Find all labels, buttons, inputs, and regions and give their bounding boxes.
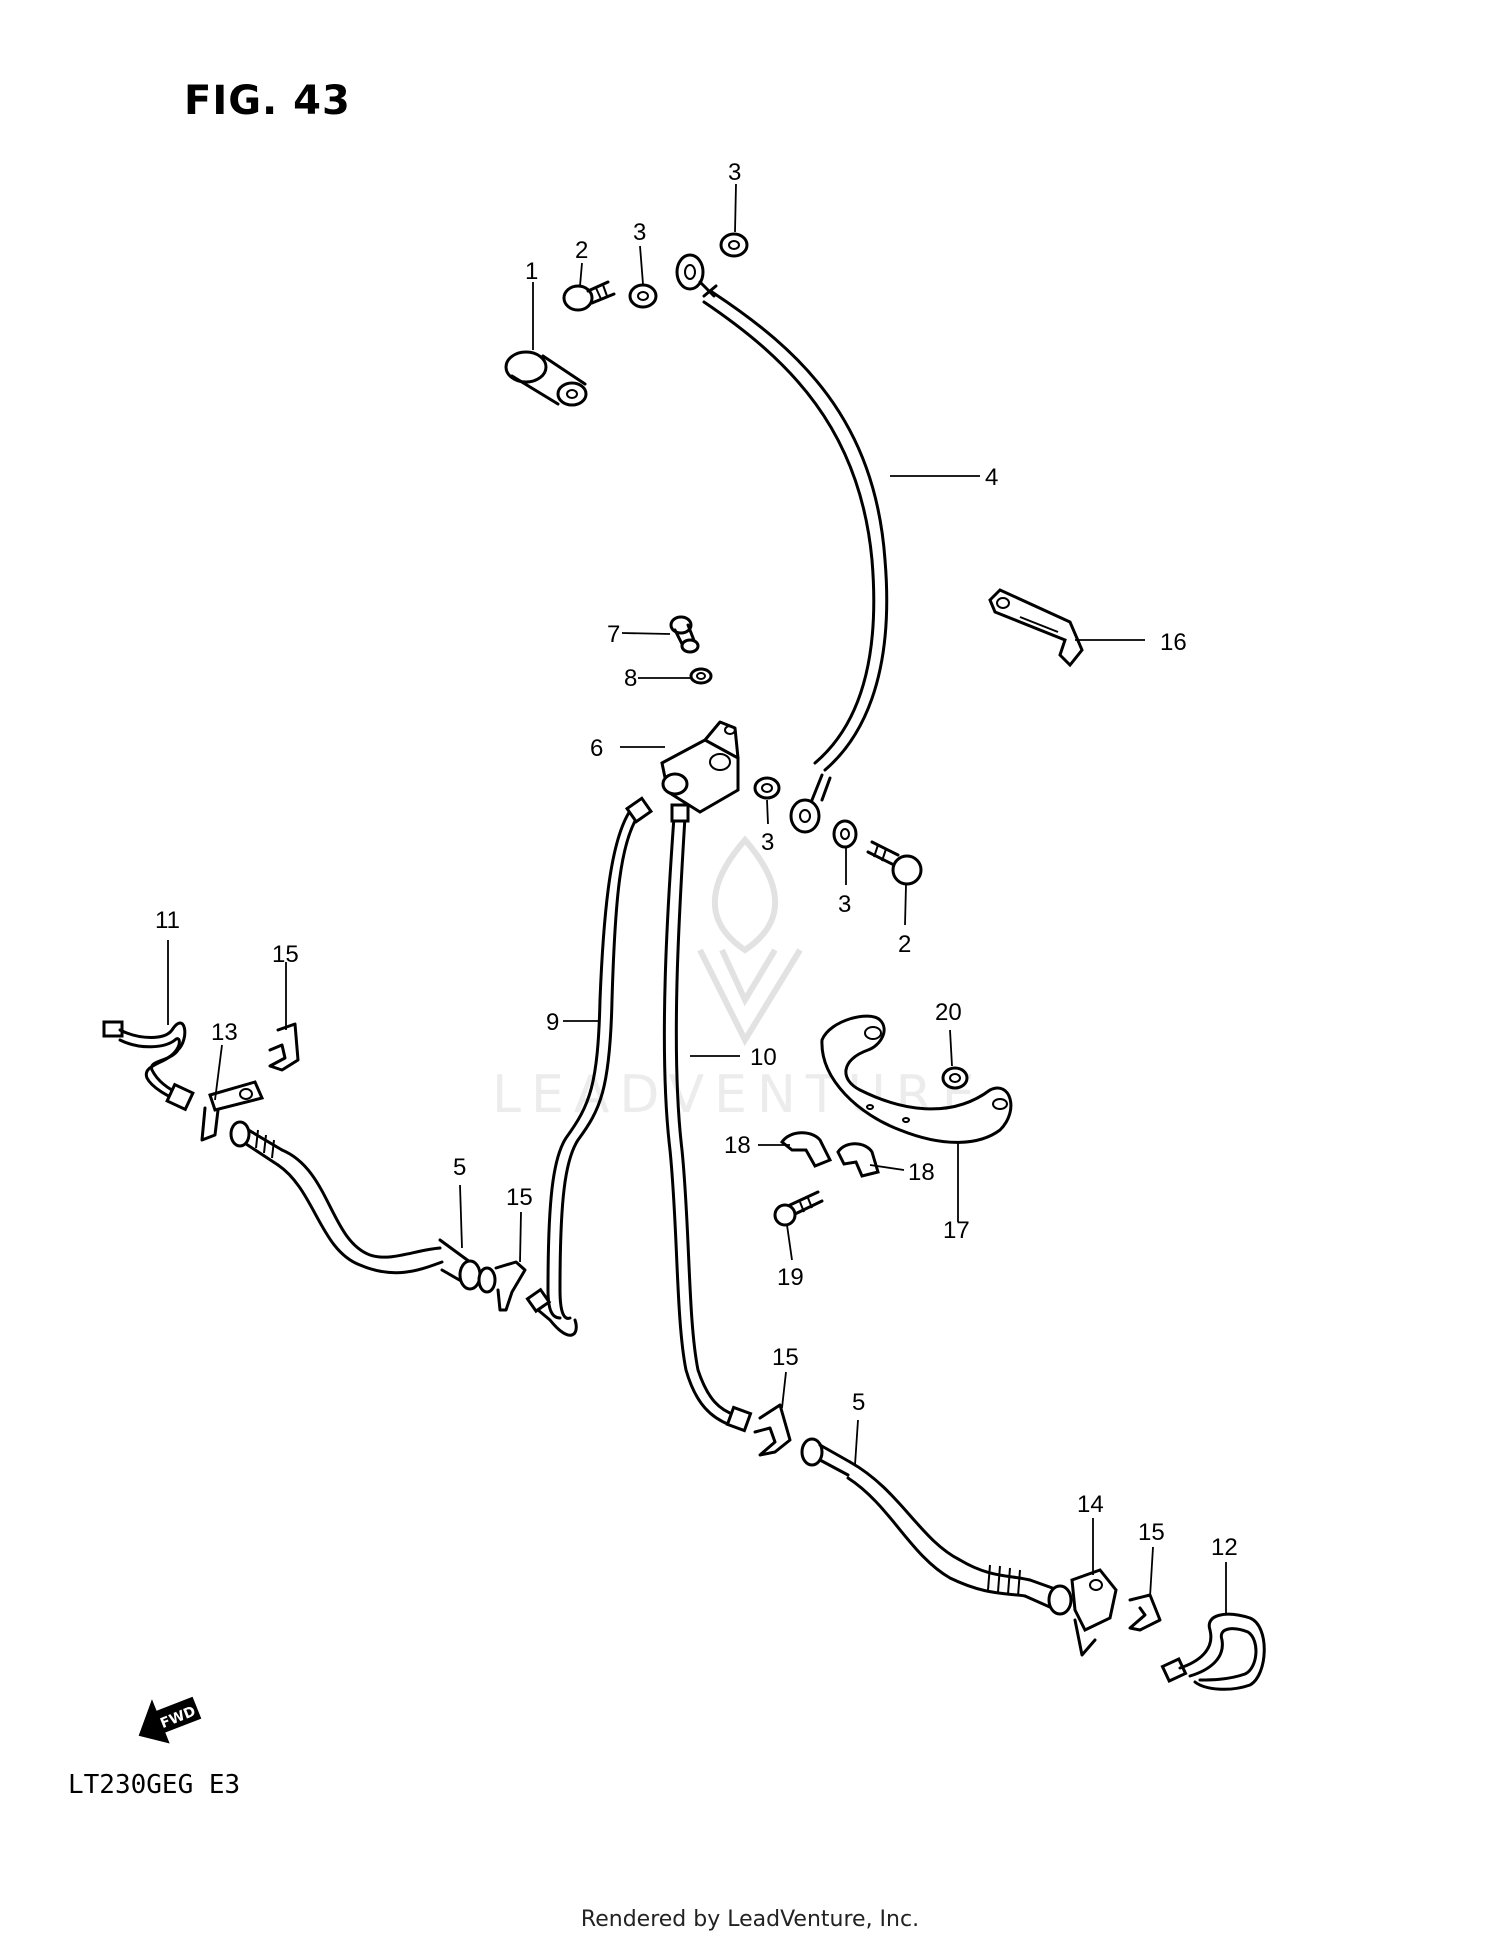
part-2-bolt-lower[interactable]	[866, 840, 923, 886]
callout-14: 14	[1077, 1491, 1104, 1518]
callout-18: 18	[908, 1159, 935, 1186]
watermark-logo	[697, 835, 803, 1047]
callout-8: 8	[624, 665, 637, 692]
part-3-washer-a[interactable]	[628, 283, 658, 309]
part-9-brake-pipe[interactable]	[525, 796, 654, 1337]
part-15-clip-b[interactable]	[494, 1260, 527, 1312]
callout-7: 7	[607, 621, 620, 648]
part-19-screw[interactable]	[773, 1190, 824, 1227]
callout-3: 3	[761, 829, 774, 856]
callout-2: 2	[575, 237, 588, 264]
callout-15: 15	[772, 1344, 799, 1371]
part-8-washer[interactable]	[689, 667, 713, 685]
callout-5: 5	[453, 1154, 466, 1181]
callout-4: 4	[985, 464, 998, 491]
callout-16: 16	[1160, 629, 1187, 656]
part-3-washer-b[interactable]	[719, 232, 749, 258]
callout-6: 6	[590, 735, 603, 762]
part-15-clip-d[interactable]	[1128, 1593, 1162, 1632]
footer-credit: Rendered by LeadVenture, Inc.	[580, 1907, 920, 1932]
figure-title: FIG. 43	[184, 78, 351, 124]
part-15-clip-c[interactable]	[753, 1403, 792, 1457]
fwd-arrow-icon: FWD	[138, 1696, 202, 1744]
part-7-bolt[interactable]	[669, 615, 700, 654]
callout-10: 10	[750, 1044, 777, 1071]
callout-18: 18	[724, 1132, 751, 1159]
part-6-joint[interactable]	[660, 720, 740, 814]
part-2-bolt-top[interactable]	[562, 280, 616, 312]
part-18-clamp-b[interactable]	[836, 1142, 880, 1178]
callout-1: 1	[525, 258, 538, 285]
callout-20: 20	[935, 999, 962, 1026]
part-1-cap[interactable]	[504, 350, 588, 407]
callout-17: 17	[943, 1217, 970, 1244]
callout-12: 12	[1211, 1534, 1238, 1561]
part-5-hose-right[interactable]	[800, 1437, 1073, 1616]
part-14-bracket[interactable]	[1070, 1568, 1118, 1657]
part-3-washer-d[interactable]	[832, 819, 858, 849]
part-4-brake-hose[interactable]	[675, 253, 889, 834]
callout-5: 5	[852, 1389, 865, 1416]
callout-15: 15	[1138, 1519, 1165, 1546]
callout-13: 13	[211, 1019, 238, 1046]
callout-3: 3	[633, 219, 646, 246]
callout-9: 9	[546, 1009, 559, 1036]
part-15-clip-a[interactable]	[268, 1022, 300, 1072]
part-13-bracket[interactable]	[200, 1080, 265, 1142]
callout-3: 3	[728, 159, 741, 186]
leader-lines	[167, 183, 1227, 1615]
callout-15: 15	[272, 941, 299, 968]
model-code: LT230GEG E3	[68, 1770, 241, 1800]
callout-15: 15	[506, 1184, 533, 1211]
callout-3: 3	[838, 891, 851, 918]
part-17-bracket[interactable]	[820, 1014, 1013, 1144]
part-5-hose-left[interactable]	[229, 1120, 497, 1294]
callout-labels: 1 2 3 3 4 16 7 8 6 3 3 2 9 10 11 15 13 5…	[155, 159, 1238, 1561]
part-11-caliper-pipe[interactable]	[102, 1020, 195, 1112]
callout-2: 2	[898, 931, 911, 958]
part-16-bracket[interactable]	[988, 588, 1084, 668]
callout-11: 11	[155, 907, 180, 934]
part-18-clamp-a[interactable]	[779, 1131, 833, 1168]
callout-19: 19	[777, 1264, 804, 1291]
part-20-nut[interactable]	[941, 1066, 969, 1090]
part-12-caliper-pipe[interactable]	[1160, 1612, 1266, 1691]
part-10-brake-pipe[interactable]	[662, 803, 753, 1433]
part-3-washer-c[interactable]	[753, 776, 781, 800]
